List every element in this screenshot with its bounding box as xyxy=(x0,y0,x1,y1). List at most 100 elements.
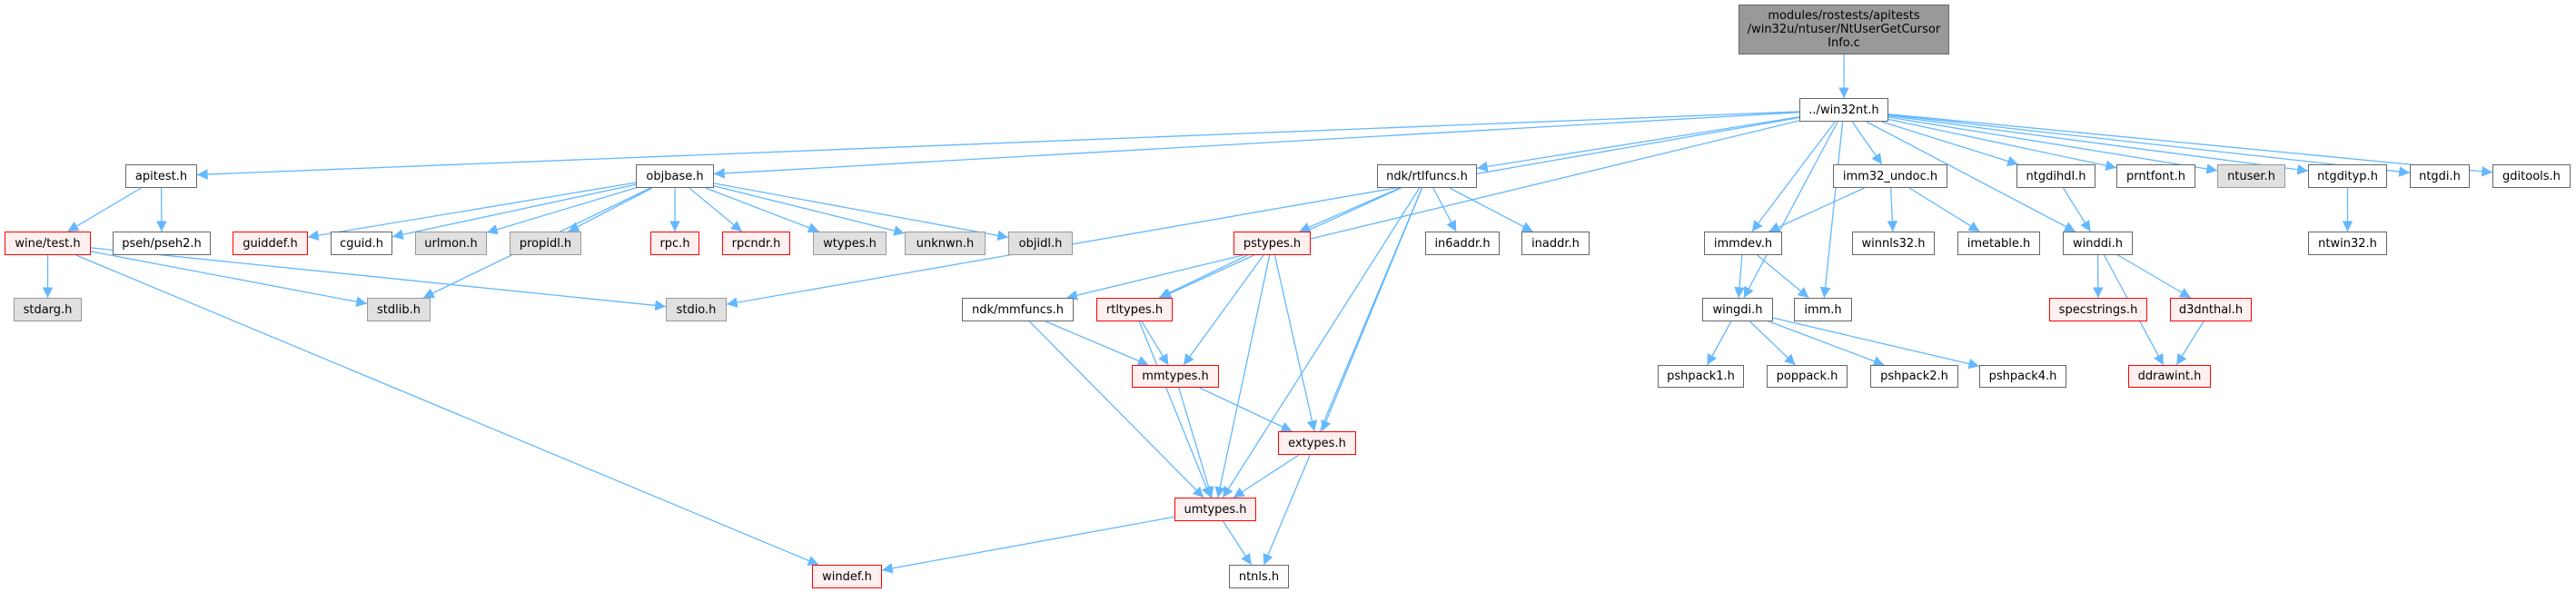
node-extypes[interactable]: extypes.h xyxy=(1278,431,1356,455)
node-winddi[interactable]: winddi.h xyxy=(2063,232,2133,255)
edge-pstypes-to-extypes xyxy=(1273,254,1318,432)
edge-ntgdihdl-to-winddi xyxy=(2063,187,2091,232)
node-propidl[interactable]: propidl.h xyxy=(510,232,581,255)
edge-win32nt-to-mmfuncs xyxy=(1066,120,1800,301)
edge-objbase-to-rpcndr xyxy=(689,187,743,232)
edge-mmfuncs-to-umtypes xyxy=(1028,321,1204,498)
edge-mmtypes-to-umtypes xyxy=(1178,387,1214,498)
edge-win32nt-to-ntgdi xyxy=(1887,113,2411,177)
edge-mmtypes-to-extypes xyxy=(1199,387,1293,432)
edge-pstypes-to-mmtypes xyxy=(1183,254,1264,366)
node-cguid[interactable]: cguid.h xyxy=(331,232,392,255)
node-in6addr[interactable]: in6addr.h xyxy=(1425,232,1500,255)
node-ntgdihdl[interactable]: ntgdihdl.h xyxy=(2016,164,2095,188)
edge-extypes-to-umtypes xyxy=(1233,454,1300,498)
node-ntgdityp[interactable]: ntgdityp.h xyxy=(2308,164,2387,188)
node-ntuser[interactable]: ntuser.h xyxy=(2217,164,2285,188)
node-d3dnthal[interactable]: d3dnthal.h xyxy=(2170,298,2252,321)
node-pshpack1[interactable]: pshpack1.h xyxy=(1658,365,1744,388)
edge-imm32undoc-to-immdev xyxy=(1769,187,1865,232)
node-pshpack4[interactable]: pshpack4.h xyxy=(1979,365,2066,388)
node-urlmon[interactable]: urlmon.h xyxy=(415,232,487,255)
edge-rtlfuncs-to-ntnls xyxy=(1263,187,1423,566)
node-pstypes[interactable]: pstypes.h xyxy=(1234,232,1311,255)
node-rpcndr[interactable]: rpcndr.h xyxy=(722,232,790,255)
edge-win32nt-to-ntgdityp xyxy=(1887,114,2309,175)
node-immdev[interactable]: immdev.h xyxy=(1704,232,1782,255)
edge-umtypes-to-windef xyxy=(881,516,1175,574)
edge-objbase-to-unknwn xyxy=(713,185,906,236)
node-inaddr[interactable]: inaddr.h xyxy=(1521,232,1590,255)
edge-win32nt-to-winddi xyxy=(1866,121,2076,232)
node-ddrawint[interactable]: ddrawint.h xyxy=(2128,365,2211,388)
edge-win32nt-to-gditools xyxy=(1887,113,2493,177)
edge-rtlfuncs-to-inaddr xyxy=(1449,187,1533,232)
node-windef[interactable]: windef.h xyxy=(812,565,882,588)
node-prntfont[interactable]: prntfont.h xyxy=(2116,164,2195,188)
edge-immdev-to-wingdi xyxy=(1734,254,1745,299)
node-stdio[interactable]: stdio.h xyxy=(666,298,727,321)
node-stdarg[interactable]: stdarg.h xyxy=(14,298,82,321)
node-objidl[interactable]: objidl.h xyxy=(1008,232,1073,255)
node-wtypes[interactable]: wtypes.h xyxy=(813,232,887,255)
edge-rtlfuncs-to-pstypes xyxy=(1299,187,1401,232)
edge-apitest-to-winetest xyxy=(67,187,142,232)
edge-wingdi-to-pshpack4 xyxy=(1772,317,1980,370)
node-ntnls[interactable]: ntnls.h xyxy=(1229,565,1289,588)
node-mmtypes[interactable]: mmtypes.h xyxy=(1132,365,1219,388)
node-apitest[interactable]: apitest.h xyxy=(125,164,197,188)
edge-win32nt-to-apitest xyxy=(196,111,1800,180)
node-ntwin32[interactable]: ntwin32.h xyxy=(2308,232,2387,255)
node-wingdi[interactable]: wingdi.h xyxy=(1702,298,1773,321)
edge-umtypes-to-ntnls xyxy=(1222,520,1253,566)
node-pseh2[interactable]: pseh/pseh2.h xyxy=(113,232,211,255)
edge-pstypes-to-rtltypes xyxy=(1158,254,1248,299)
edge-win32nt-to-ntuser xyxy=(1887,116,2218,174)
edge-win32nt-to-wingdi xyxy=(1743,121,1838,299)
node-winetest[interactable]: wine/test.h xyxy=(5,232,91,255)
edge-objbase-to-cguid xyxy=(391,183,637,240)
edge-win32nt-to-objbase xyxy=(713,112,1800,179)
edge-objbase-to-guiddef xyxy=(307,182,637,241)
edge-rtltypes-to-umtypes xyxy=(1138,321,1212,498)
node-stdlib[interactable]: stdlib.h xyxy=(367,298,431,321)
edge-winetest-to-stdio xyxy=(90,247,667,311)
node-poppack[interactable]: poppack.h xyxy=(1767,365,1848,388)
node-umtypes[interactable]: umtypes.h xyxy=(1174,498,1256,521)
node-rpc[interactable]: rpc.h xyxy=(650,232,699,255)
node-imetable[interactable]: imetable.h xyxy=(1957,232,2040,255)
edge-wingdi-to-pshpack2 xyxy=(1769,321,1885,367)
node-root[interactable]: modules/rostests/apitests /win32u/ntuser… xyxy=(1739,5,1949,54)
edge-win32nt-to-immdev xyxy=(1751,121,1836,232)
edge-rtlfuncs-to-umtypes xyxy=(1222,187,1421,498)
node-unknwn[interactable]: unknwn.h xyxy=(905,232,986,255)
node-objbase[interactable]: objbase.h xyxy=(636,164,714,188)
edge-objbase-to-propidl xyxy=(568,187,653,232)
node-winnls32[interactable]: winnls32.h xyxy=(1852,232,1935,255)
node-win32nt[interactable]: ../win32nt.h xyxy=(1799,98,1888,122)
node-specstrings[interactable]: specstrings.h xyxy=(2049,298,2147,321)
edge-imm32undoc-to-imetable xyxy=(1908,187,1980,232)
node-imm32undoc[interactable]: imm32_undoc.h xyxy=(1833,164,1947,188)
edge-win32nt-to-ntgdihdl xyxy=(1881,121,2019,167)
node-imm[interactable]: imm.h xyxy=(1794,298,1852,321)
edge-wingdi-to-poppack xyxy=(1749,321,1796,366)
node-mmfuncs[interactable]: ndk/mmfuncs.h xyxy=(962,298,1074,321)
node-rtlfuncs[interactable]: ndk/rtlfuncs.h xyxy=(1377,164,1477,188)
node-pshpack2[interactable]: pshpack2.h xyxy=(1870,365,1958,388)
edge-wingdi-to-pshpack1 xyxy=(1706,321,1732,366)
node-ntgdi[interactable]: ntgdi.h xyxy=(2410,164,2470,188)
node-rtltypes[interactable]: rtltypes.h xyxy=(1096,298,1173,321)
edge-imm32undoc-to-winnls32 xyxy=(1887,187,1898,232)
node-guiddef[interactable]: guiddef.h xyxy=(233,232,308,255)
edge-win32nt-to-imm xyxy=(1819,121,1844,299)
edge-win32nt-to-stdio xyxy=(726,116,1800,308)
edge-winetest-to-windef xyxy=(75,254,819,566)
edge-winddi-to-d3dnthal xyxy=(2117,254,2192,299)
edge-mmfuncs-to-mmtypes xyxy=(1045,321,1149,366)
node-gditools[interactable]: gditools.h xyxy=(2492,164,2571,188)
edge-objbase-to-wtypes xyxy=(705,187,819,233)
edge-d3dnthal-to-ddrawint xyxy=(2175,321,2204,366)
